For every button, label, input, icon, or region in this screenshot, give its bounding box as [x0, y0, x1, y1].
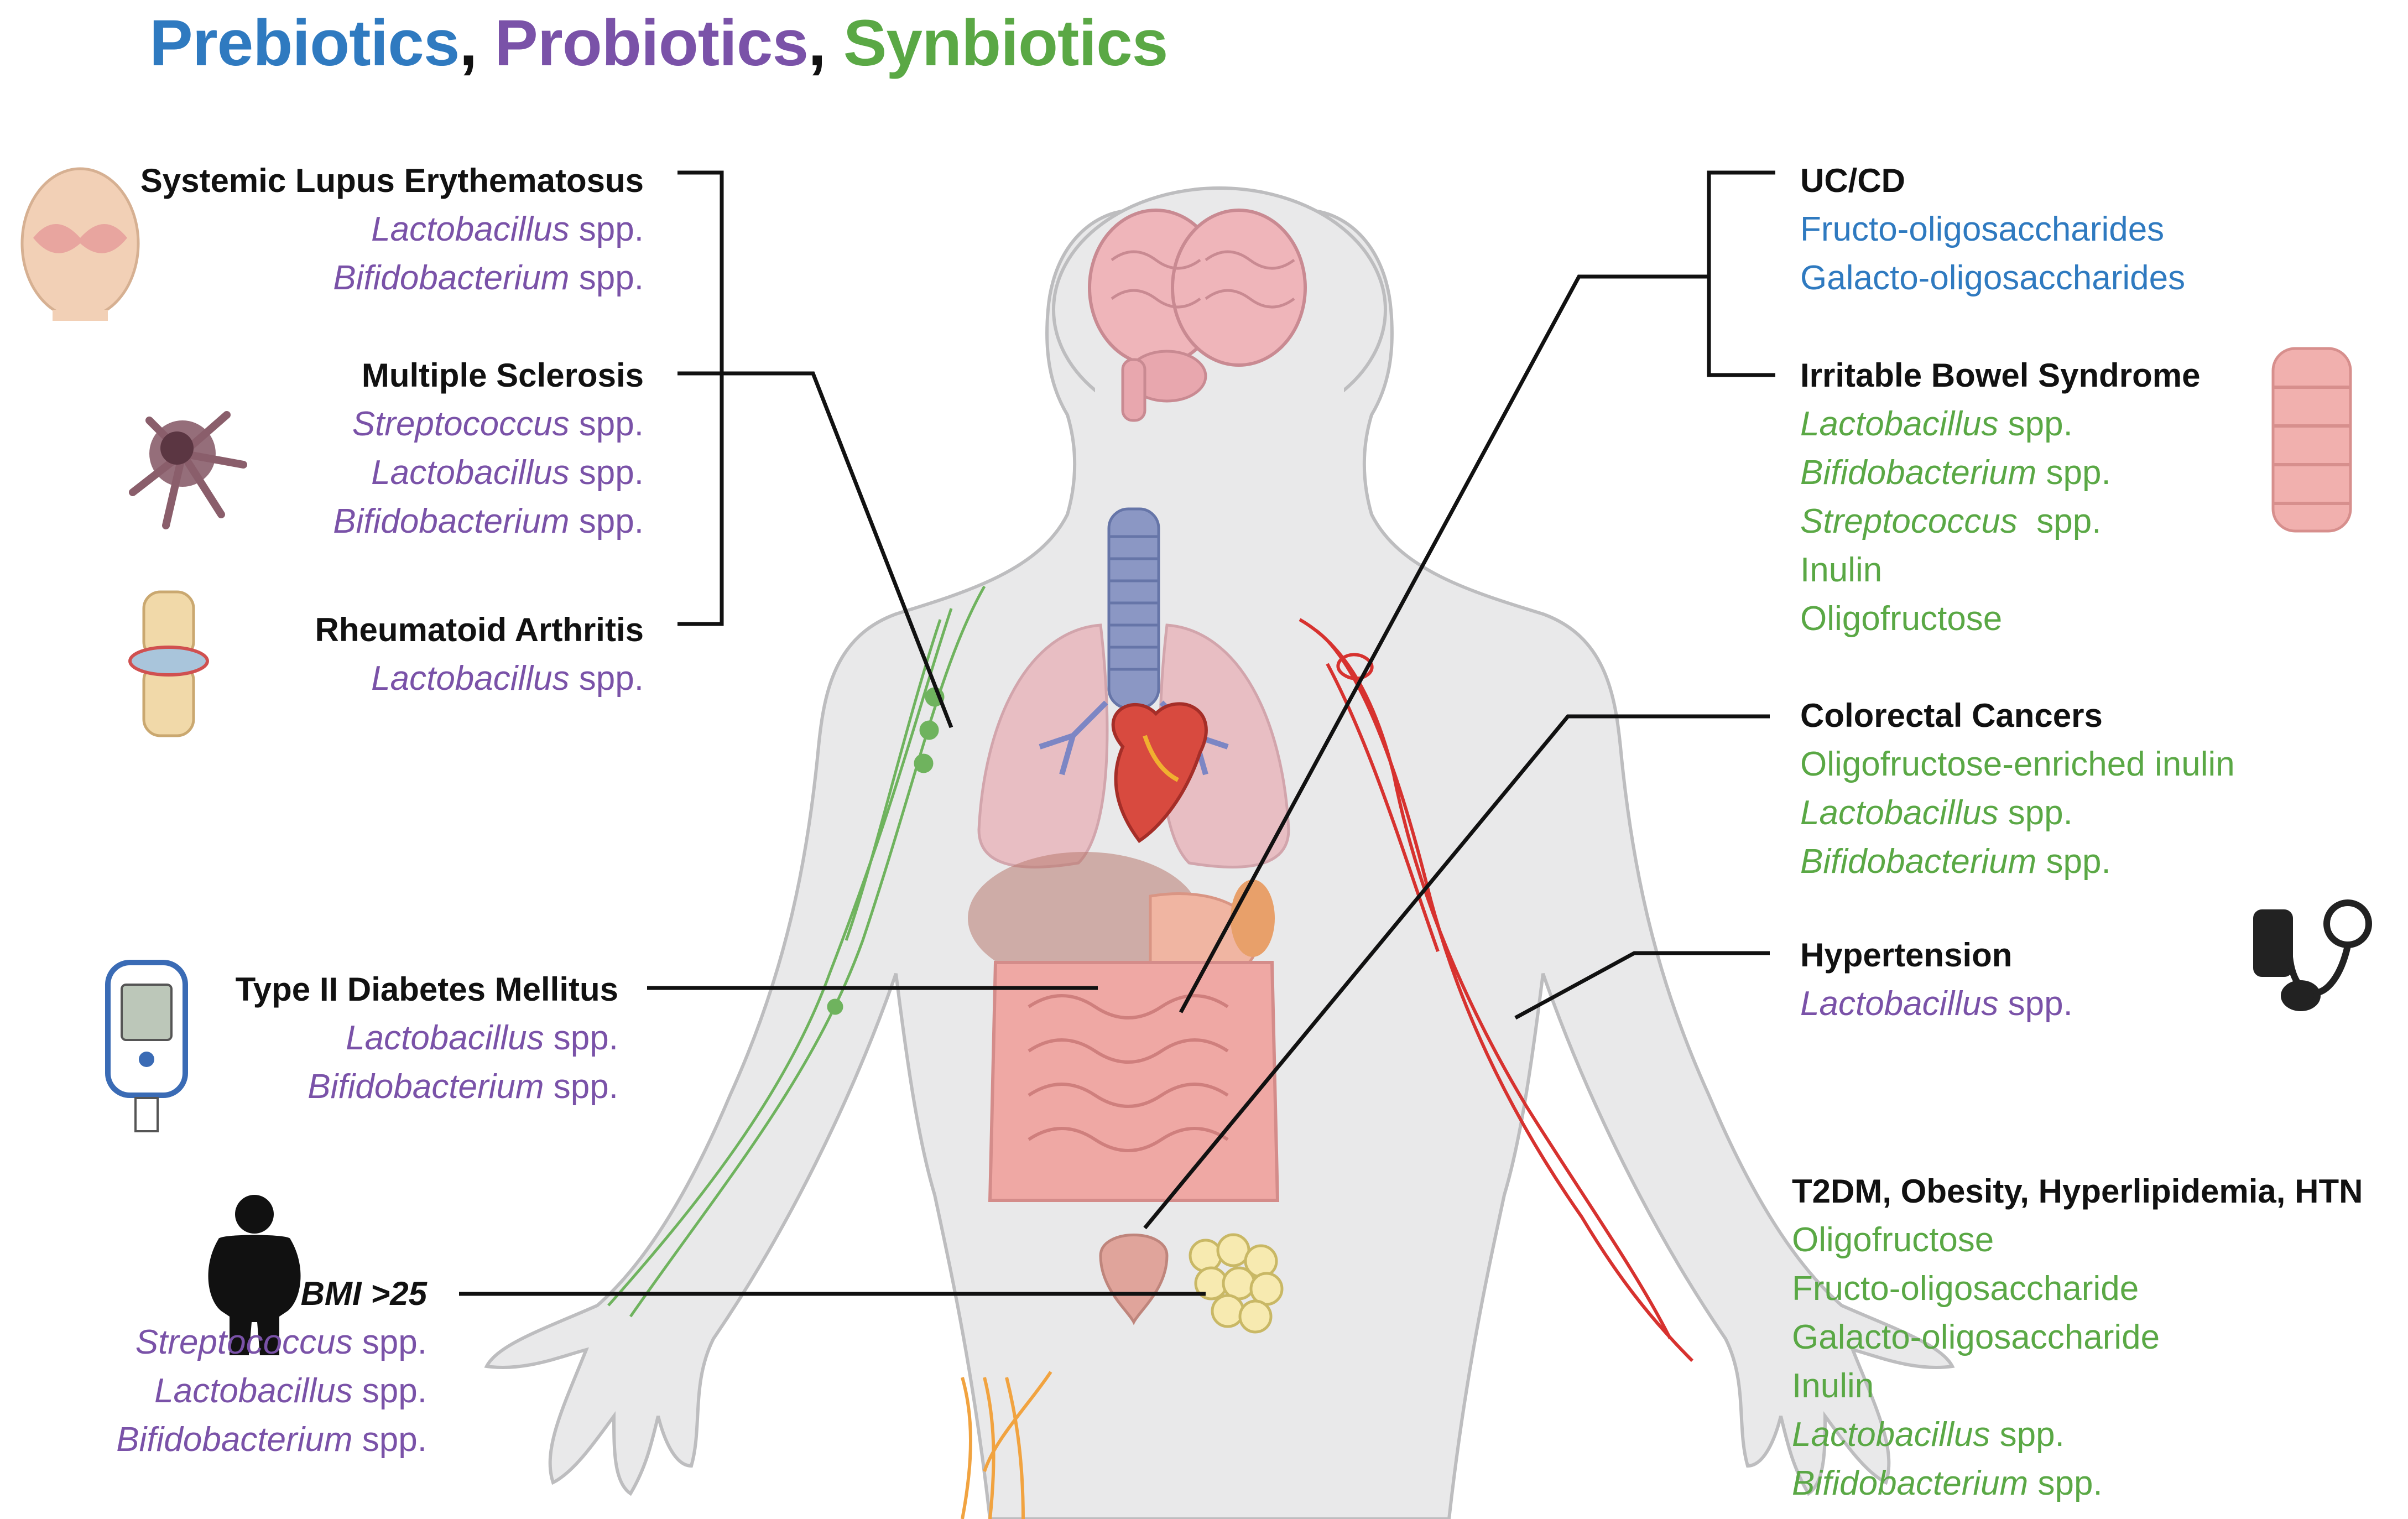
crc-block: Colorectal Cancers Oligofructose-enriche… [1800, 691, 2235, 886]
bladder-icon [1099, 1234, 1169, 1325]
trachea-icon [1107, 507, 1160, 710]
list-item: Bifidobacterium spp. [1800, 842, 2111, 881]
leader-lines [459, 170, 1775, 1296]
list-item: Inulin [1792, 1367, 1874, 1405]
list-item: Lactobacillus spp. [1800, 794, 2073, 832]
list-item: Streptococcus spp. [352, 405, 644, 443]
sle-block: Systemic Lupus Erythematosus Lactobacill… [140, 157, 644, 303]
adipose-tissue-icon [1189, 1233, 1284, 1334]
list-item: Galacto-oligosaccharide [1792, 1318, 2160, 1356]
htn-heading: Hypertension [1800, 937, 2013, 974]
list-item: Bifidobacterium spp. [1800, 454, 2111, 492]
liver-icon [968, 852, 1200, 985]
list-item: Oligofructose [1800, 600, 2003, 638]
title-prebiotics: Prebiotics [149, 7, 460, 80]
lymphatic-vessels-icon [607, 585, 986, 1318]
intestines-icon [988, 961, 1280, 1202]
list-item: Lactobacillus spp. [1800, 405, 2073, 443]
list-item: Oligofructose [1792, 1221, 1994, 1259]
ms-heading: Multiple Sclerosis [361, 357, 644, 394]
title-comma-2: , [808, 7, 826, 80]
list-item: Lactobacillus spp. [371, 659, 644, 698]
title-comma-1: , [459, 7, 478, 80]
glucometer-icon [105, 960, 188, 1132]
list-item: Lactobacillus spp. [371, 210, 644, 248]
title-probiotics: Probiotics [494, 7, 809, 80]
ucd-heading: UC/CD [1800, 162, 1905, 199]
t2dm-heading: Type II Diabetes Mellitus [235, 971, 618, 1008]
obese-person-icon [208, 1195, 301, 1355]
ibs-block: Irritable Bowel Syndrome Lactobacillus s… [1800, 351, 2201, 643]
metabolic-heading: T2DM, Obesity, Hyperlipidemia, HTN [1792, 1173, 2363, 1210]
neuron-icon [129, 411, 247, 529]
knee-joint-icon [128, 590, 209, 737]
ms-block: Multiple Sclerosis Streptococcus spp. La… [333, 351, 644, 546]
brain-icon [1088, 209, 1307, 422]
crc-heading: Colorectal Cancers [1800, 697, 2103, 734]
list-item: Bifidobacterium spp. [333, 502, 644, 540]
list-item: Bifidobacterium spp. [116, 1421, 427, 1459]
list-item: Lactobacillus spp. [154, 1372, 427, 1410]
t2dm-block: Type II Diabetes Mellitus Lactobacillus … [236, 965, 618, 1111]
list-item: Lactobacillus spp. [1800, 985, 2073, 1023]
metabolic-block: T2DM, Obesity, Hyperlipidemia, HTN Oligo… [1792, 1167, 2363, 1508]
figure-title: Prebiotics, Probiotics, Synbiotics [149, 6, 1169, 81]
ra-heading: Rheumatoid Arthritis [315, 611, 644, 648]
list-item: Lactobacillus spp. [371, 454, 644, 492]
sciatic-nerve-icon [961, 1371, 1052, 1519]
list-item: Bifidobacterium spp. [333, 259, 644, 297]
list-item: Bifidobacterium spp. [307, 1068, 618, 1106]
list-item: Fructo-oligosaccharide [1792, 1270, 2139, 1308]
list-item: Inulin [1800, 551, 1883, 589]
colon-segment-icon [2271, 347, 2352, 533]
list-item: Lactobacillus spp. [1792, 1416, 2065, 1454]
list-item: Lactobacillus spp. [346, 1019, 618, 1057]
bmi-block: BMI >25 Streptococcus spp. Lactobacillus… [116, 1270, 427, 1464]
list-item: Galacto-oligosaccharides [1800, 259, 2186, 297]
list-item: Streptococcus spp. [1800, 502, 2102, 540]
sle-heading: Systemic Lupus Erythematosus [140, 162, 644, 199]
list-item: Fructo-oligosaccharides [1800, 210, 2165, 248]
title-synbiotics: Synbiotics [843, 7, 1169, 80]
face-rash-icon [20, 167, 140, 321]
arteries-icon [1299, 618, 1694, 1362]
kidney-icon [1231, 880, 1275, 957]
list-item: Bifidobacterium spp. [1792, 1464, 2103, 1502]
ra-block: Rheumatoid Arthritis Lactobacillus spp. [315, 606, 644, 703]
ucd-block: UC/CD Fructo-oligosaccharides Galacto-ol… [1800, 157, 2185, 303]
bmi-heading: BMI >25 [300, 1275, 427, 1312]
blood-pressure-monitor-icon [2253, 899, 2372, 1011]
list-item: Streptococcus spp. [135, 1323, 427, 1361]
htn-block: Hypertension Lactobacillus spp. [1800, 931, 2073, 1028]
ibs-heading: Irritable Bowel Syndrome [1800, 357, 2201, 394]
human-body-illustration [484, 186, 1955, 1519]
heart-icon [1111, 702, 1208, 844]
list-item: Oligofructose-enriched inulin [1800, 745, 2235, 783]
